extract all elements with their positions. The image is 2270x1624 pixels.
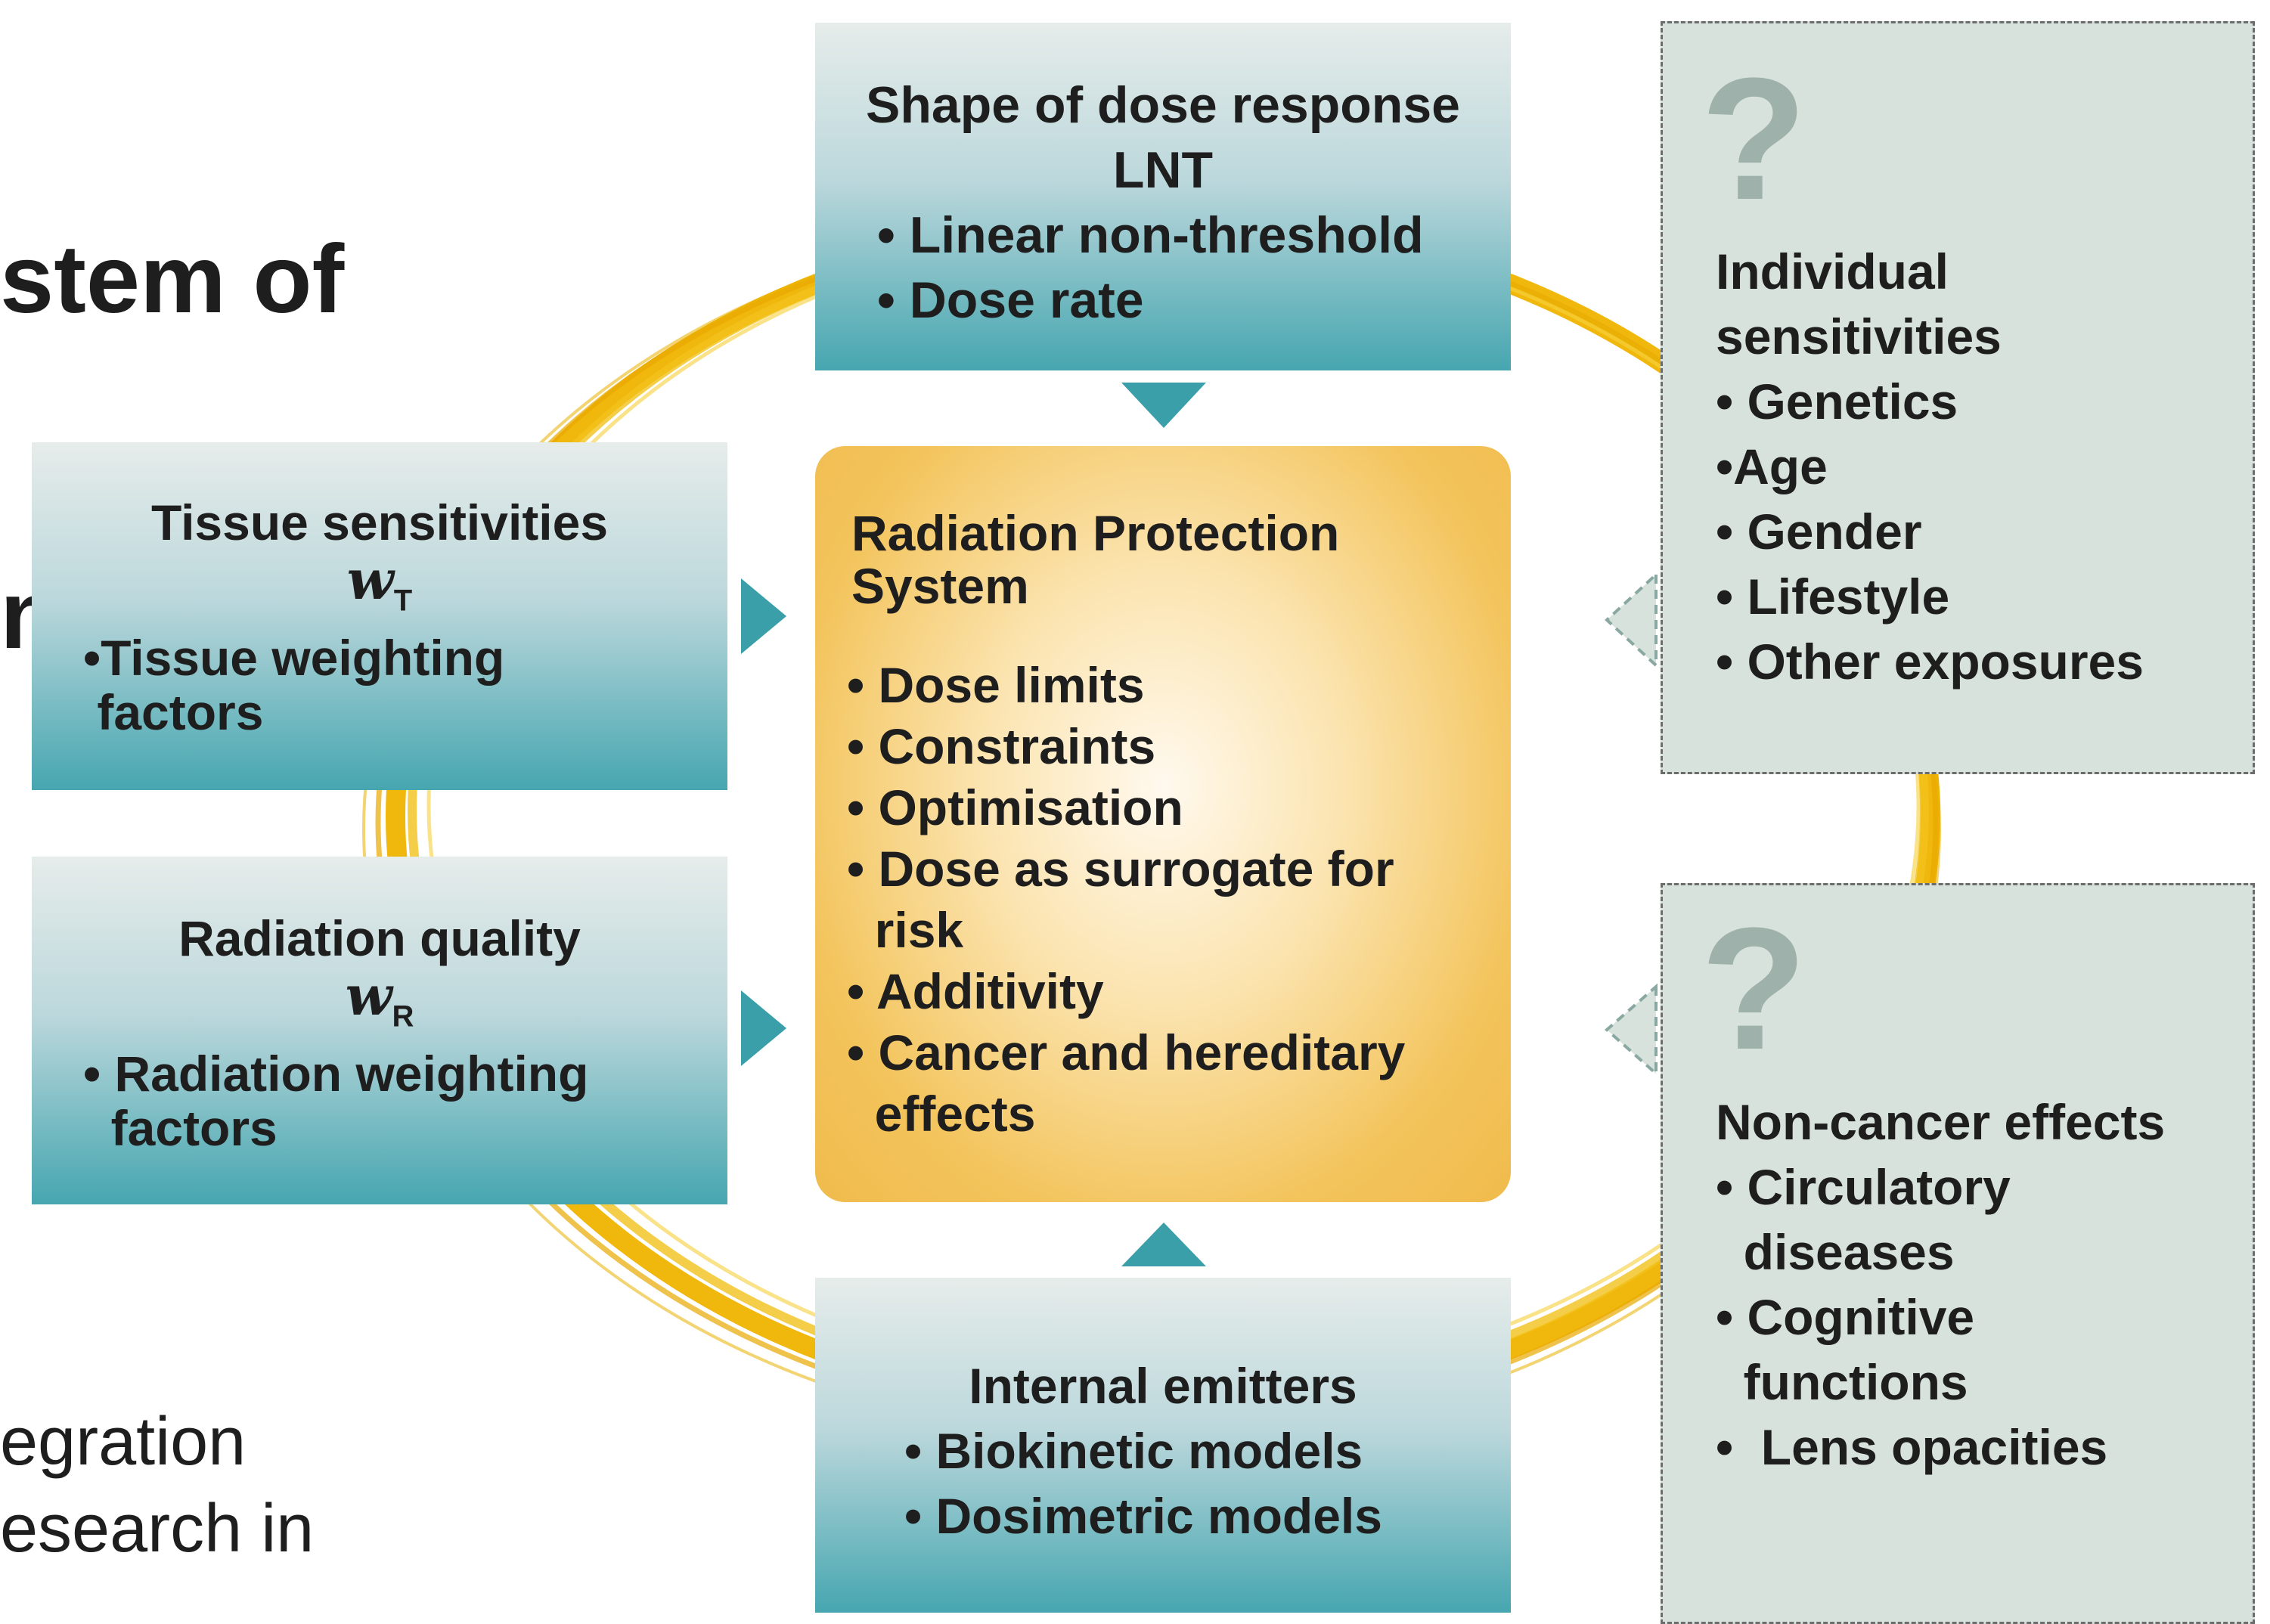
arrow-right-from-tissue bbox=[741, 578, 786, 654]
internal-emitters-box: Internal emitters • Biokinetic models • … bbox=[815, 1278, 1511, 1613]
dashed-arrow-from-noncancer bbox=[1604, 983, 1658, 1077]
radiation-weight-symbol: wR bbox=[345, 963, 414, 1034]
list-item: • Lifestyle bbox=[1716, 569, 1950, 624]
list-item: • Cognitive bbox=[1716, 1289, 1975, 1345]
list-item: effects bbox=[847, 1086, 1036, 1142]
shape-box-subtitle: LNT bbox=[1112, 141, 1214, 199]
internal-box-list: • Biokinetic models • Dosimetric models bbox=[815, 1418, 1511, 1548]
body-text: egration esearch in bbox=[0, 1399, 314, 1573]
arrow-down-to-center bbox=[1121, 383, 1206, 428]
list-item: • Genetics bbox=[1716, 373, 1958, 429]
arrow-right-from-quality bbox=[741, 990, 786, 1066]
list-item: • Gender bbox=[1716, 504, 1922, 559]
quality-box-title: Radiation quality bbox=[178, 910, 581, 966]
quality-box-list: • Radiation weighting factors bbox=[32, 1046, 727, 1155]
list-item: functions bbox=[1716, 1354, 1968, 1410]
headline-line-1: stem of bbox=[0, 225, 345, 333]
list-item: • Optimisation bbox=[847, 779, 1183, 835]
center-box-list: • Dose limits • Constraints • Optimisati… bbox=[847, 655, 1405, 1145]
dashed-arrow-from-individual bbox=[1605, 571, 1658, 669]
list-item: • Dose rate bbox=[877, 271, 1144, 329]
list-item: Non-cancer effects bbox=[1716, 1094, 2166, 1150]
list-item: factors bbox=[83, 684, 264, 741]
shape-of-dose-response-box: Shape of dose response LNT • Linear non-… bbox=[815, 23, 1511, 370]
tissue-weight-symbol: wT bbox=[346, 547, 413, 618]
list-item: • Additivity bbox=[847, 963, 1104, 1019]
shape-box-list: • Linear non-threshold • Dose rate bbox=[815, 203, 1511, 333]
list-item: • Circulatory bbox=[1716, 1159, 2011, 1215]
list-item: diseases bbox=[1716, 1224, 1955, 1280]
question-mark-icon: ? bbox=[1701, 42, 1807, 236]
list-item: • Dose limits bbox=[847, 657, 1145, 713]
tissue-box-title: Tissue sensitivities bbox=[150, 494, 609, 550]
center-box-title: Radiation Protection System bbox=[851, 505, 1340, 614]
list-item: • Lens opacities bbox=[1716, 1419, 2108, 1475]
noncancer-box-content: Non-cancer effects • Circulatory disease… bbox=[1716, 1089, 2165, 1480]
list-item: • Cancer and hereditary bbox=[847, 1024, 1406, 1080]
list-item: • Biokinetic models bbox=[904, 1423, 1363, 1479]
body-text-line-1: egration bbox=[0, 1404, 247, 1480]
internal-box-title: Internal emitters bbox=[969, 1358, 1357, 1414]
individual-box-content: Individual sensitivities • Genetics •Age… bbox=[1716, 239, 2144, 694]
list-item: • Dose as surrogate for bbox=[847, 841, 1394, 897]
list-item: •Tissue weighting bbox=[83, 630, 505, 686]
body-text-line-2: esearch in bbox=[0, 1491, 315, 1567]
list-item: risk bbox=[847, 902, 964, 958]
list-item: factors bbox=[83, 1100, 278, 1157]
list-item: sensitivities bbox=[1716, 308, 2002, 364]
radiation-protection-system-box: Radiation Protection System • Dose limit… bbox=[815, 446, 1511, 1202]
arrow-up-to-center bbox=[1121, 1223, 1206, 1266]
list-item: •Age bbox=[1716, 439, 1828, 494]
list-item: Individual bbox=[1716, 243, 1949, 299]
list-item: • Linear non-threshold bbox=[877, 206, 1424, 264]
list-item: • Dosimetric models bbox=[904, 1488, 1382, 1544]
list-item: • Constraints bbox=[847, 718, 1156, 774]
radiation-quality-box: Radiation quality wR • Radiation weighti… bbox=[32, 857, 727, 1204]
individual-sensitivities-box: ? Individual sensitivities • Genetics •A… bbox=[1661, 21, 2255, 774]
shape-box-title: Shape of dose response bbox=[866, 76, 1460, 134]
tissue-sensitivities-box: Tissue sensitivities wT •Tissue weightin… bbox=[32, 442, 727, 790]
non-cancer-effects-box: ? Non-cancer effects • Circulatory disea… bbox=[1661, 883, 2255, 1624]
tissue-box-list: •Tissue weighting factors bbox=[32, 631, 727, 739]
list-item: • Other exposures bbox=[1716, 634, 2144, 690]
question-mark-icon: ? bbox=[1701, 891, 1807, 1086]
list-item: • Radiation weighting bbox=[83, 1046, 589, 1102]
